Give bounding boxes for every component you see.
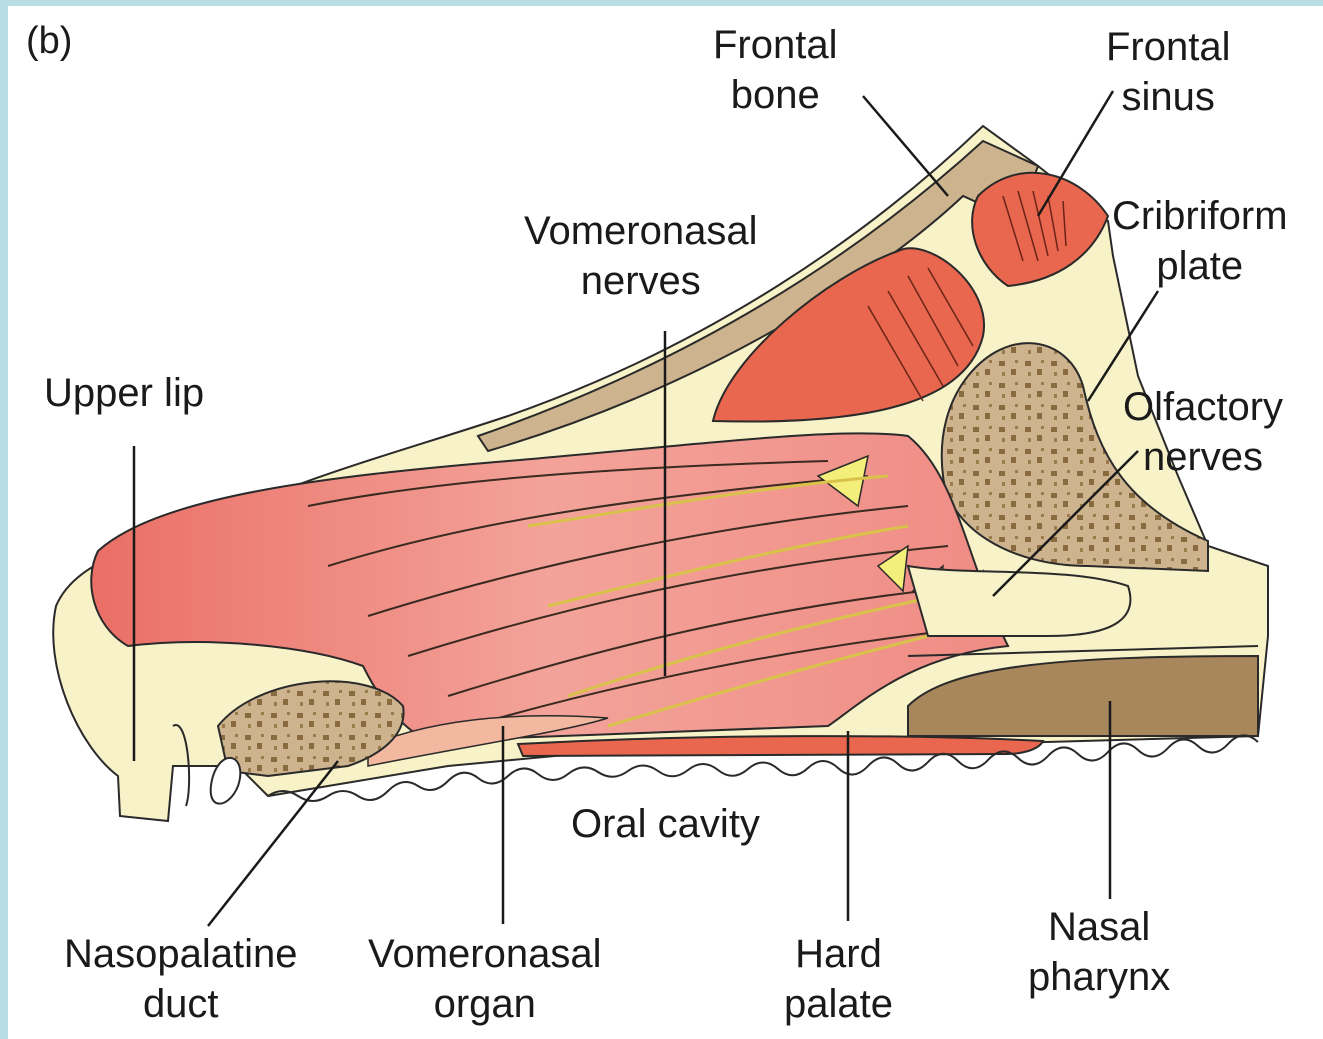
label-oral-cavity: Oral cavity [571, 799, 760, 849]
label-vomeronasal-nerves: Vomeronasal nerves [524, 206, 757, 306]
label-olfactory-nerves: Olfactory nerves [1123, 382, 1283, 482]
label-frontal-sinus: Frontal sinus [1106, 22, 1231, 122]
figure-frame: (b) Frontal bone Frontal sinus Cribrifor… [8, 6, 1323, 1039]
label-frontal-bone: Frontal bone [713, 20, 838, 120]
panel-label: (b) [26, 16, 72, 66]
label-vomeronasal-organ: Vomeronasal organ [368, 929, 601, 1029]
label-upper-lip: Upper lip [44, 368, 204, 418]
label-nasopalatine-duct: Nasopalatine duct [64, 929, 298, 1029]
label-nasal-pharynx: Nasal pharynx [1028, 902, 1170, 1002]
leader-frontal-bone [863, 96, 948, 196]
label-cribriform-plate: Cribriform plate [1112, 191, 1288, 291]
label-hard-palate: Hard palate [784, 929, 893, 1029]
nasal-anatomy-illustration [8, 6, 1323, 1039]
